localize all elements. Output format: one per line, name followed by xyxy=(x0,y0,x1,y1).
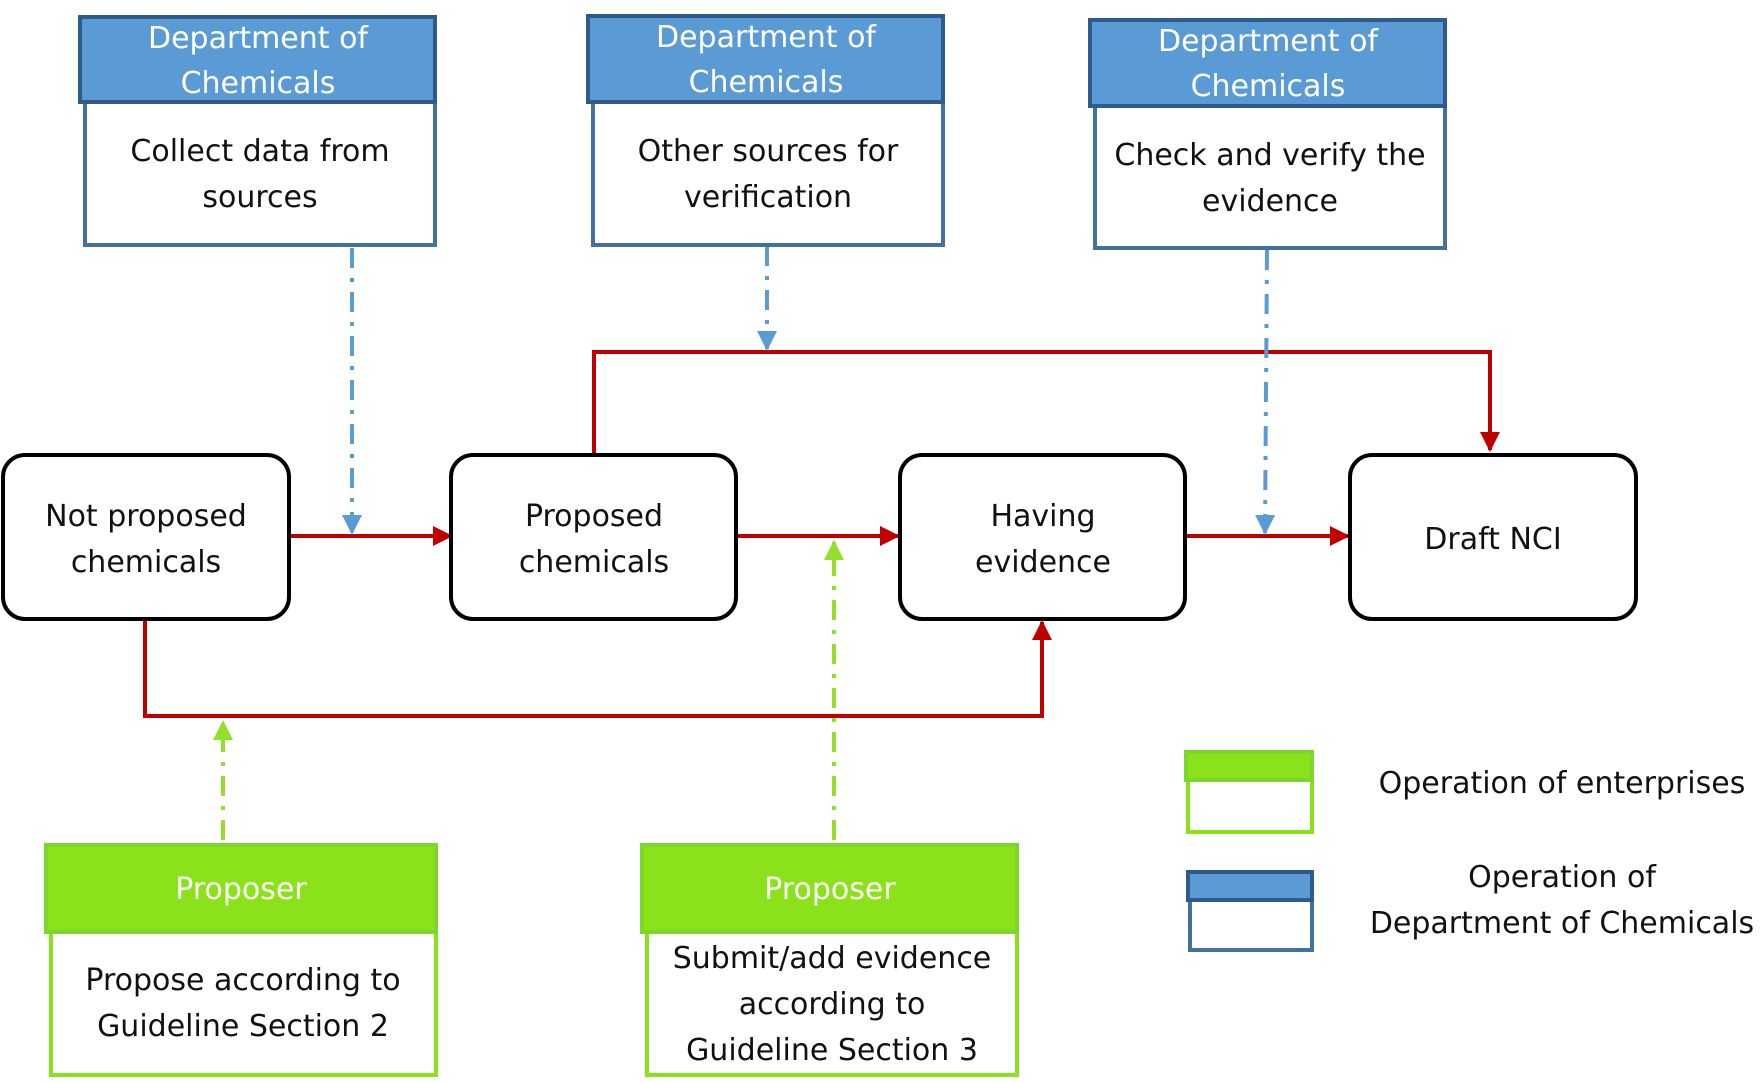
legend-swatch-header xyxy=(1186,870,1314,902)
legend-item-enterprises: Operation of enterprises xyxy=(1184,750,1746,834)
flow-arrow-not-proposed-to-having-evidence xyxy=(143,619,1052,718)
state-label-line-2: chemicals xyxy=(519,545,669,580)
proposer-header-label: Proposer xyxy=(175,872,307,907)
department-box-other-sources: Department of Chemicals Other sources fo… xyxy=(586,14,945,247)
proposer-body-line-3: Guideline Section 3 xyxy=(686,1033,978,1068)
department-box-body xyxy=(83,100,437,247)
state-box xyxy=(1348,453,1638,621)
legend-label-line-1: Operation of xyxy=(1468,860,1657,895)
department-header-line-1: Department of xyxy=(656,20,877,55)
state-label-line-1: Having xyxy=(990,499,1095,534)
department-header-line-1: Department of xyxy=(1158,24,1379,59)
department-box-collect: Department of Chemicals Collect data fro… xyxy=(78,15,437,247)
department-header-line-2: Chemicals xyxy=(181,66,336,101)
department-body-line-2: verification xyxy=(684,180,852,215)
department-arrows xyxy=(342,246,1276,535)
state-label-line-1: Proposed xyxy=(525,499,663,534)
proposer-box-body xyxy=(49,930,438,1077)
legend-swatch-body xyxy=(1186,778,1314,834)
proposer-header-label: Proposer xyxy=(764,872,896,907)
department-header-line-2: Chemicals xyxy=(1191,69,1346,104)
proposer-box-header xyxy=(44,843,438,934)
enterprise-arrows xyxy=(213,540,844,840)
legend-swatch-body xyxy=(1188,898,1314,952)
proposer-box-submit-evidence: Proposer Submit/add evidence according t… xyxy=(640,843,1019,1077)
state-label-line-2: chemicals xyxy=(71,545,221,580)
proposer-body-line-2: according to xyxy=(739,987,926,1022)
flow-connectors xyxy=(143,350,1500,718)
department-body-line-1: Other sources for xyxy=(638,134,899,169)
proposer-body-line-1: Propose according to xyxy=(85,963,400,998)
department-box-verify: Department of Chemicals Check and verify… xyxy=(1088,18,1447,250)
state-box xyxy=(1,453,291,621)
state-label-line-1: Draft NCI xyxy=(1424,522,1561,557)
state-label-line-1: Not proposed xyxy=(45,499,247,534)
state-label-line-2: evidence xyxy=(975,545,1111,580)
legend-label-line-1: Operation of enterprises xyxy=(1379,766,1746,801)
department-body-line-2: evidence xyxy=(1202,184,1338,219)
proposer-body-line-2: Guideline Section 2 xyxy=(97,1009,389,1044)
flow-arrow-proposed-to-draft xyxy=(592,350,1500,453)
department-body-line-1: Collect data from xyxy=(130,134,389,169)
department-box-body xyxy=(1093,104,1447,250)
proposer-box-header xyxy=(640,843,1019,934)
state-having-evidence: Having evidence xyxy=(898,453,1187,621)
state-draft-nci: Draft NCI xyxy=(1348,453,1638,621)
department-body-line-1: Check and verify the xyxy=(1114,138,1425,173)
state-box xyxy=(898,453,1187,621)
proposer-box-propose: Proposer Propose according to Guideline … xyxy=(44,843,438,1077)
proposer-box-body xyxy=(645,930,1019,1077)
legend-item-department: Operation of Department of Chemicals xyxy=(1186,860,1754,952)
legend-swatch-header xyxy=(1184,750,1314,782)
department-body-line-2: sources xyxy=(202,180,317,215)
department-arrow-verify xyxy=(1255,249,1276,535)
proposer-body-line-1: Submit/add evidence xyxy=(673,941,992,976)
legend-label-line-2: Department of Chemicals xyxy=(1370,906,1754,941)
department-box-header xyxy=(586,14,945,104)
state-box xyxy=(449,453,738,621)
state-proposed-chemicals: Proposed chemicals xyxy=(449,453,738,621)
department-box-header xyxy=(78,15,437,104)
department-box-header xyxy=(1088,18,1447,108)
state-not-proposed-chemicals: Not proposed chemicals xyxy=(1,453,291,621)
legend: Operation of enterprises Operation of De… xyxy=(1184,750,1754,952)
department-header-line-1: Department of xyxy=(148,21,369,56)
department-header-line-2: Chemicals xyxy=(689,65,844,100)
department-box-body xyxy=(591,100,945,247)
